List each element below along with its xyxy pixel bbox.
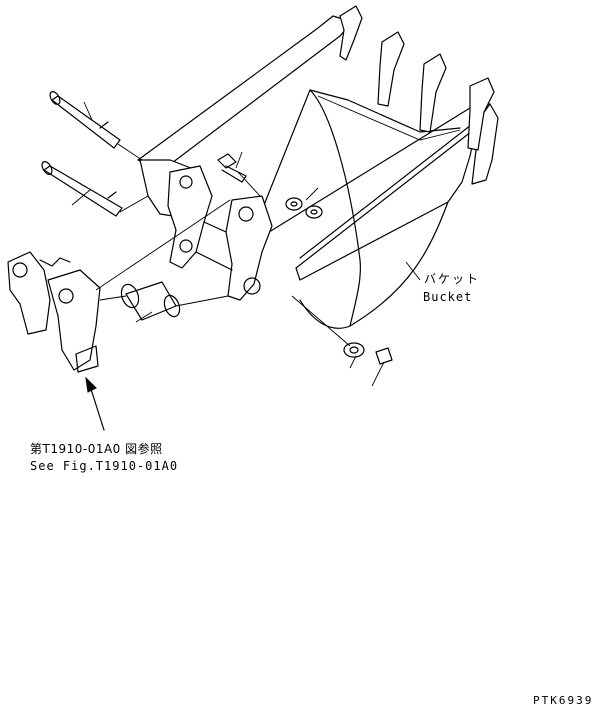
leader-lines [71, 101, 421, 387]
bushing [120, 281, 181, 321]
see-fig-label-jp: 第T1910-01A0 図参照 [30, 442, 163, 456]
see-fig-label-en: See Fig.T1910-01A0 [30, 459, 179, 473]
drawing-code: PTK6939 [533, 694, 594, 707]
bucket-label-en: Bucket [423, 290, 473, 304]
reference-arrow [85, 376, 105, 431]
assembly-lines [95, 143, 351, 347]
quick-coupler [7, 251, 101, 373]
bucket-label-jp: バケット [424, 272, 481, 286]
washer-plug [343, 342, 393, 365]
nuts [285, 197, 323, 219]
bucket-teeth [339, 5, 499, 185]
pin-lower [41, 161, 123, 217]
bolt [217, 153, 247, 183]
mounting-brackets [139, 159, 273, 301]
pin-upper [49, 91, 121, 149]
